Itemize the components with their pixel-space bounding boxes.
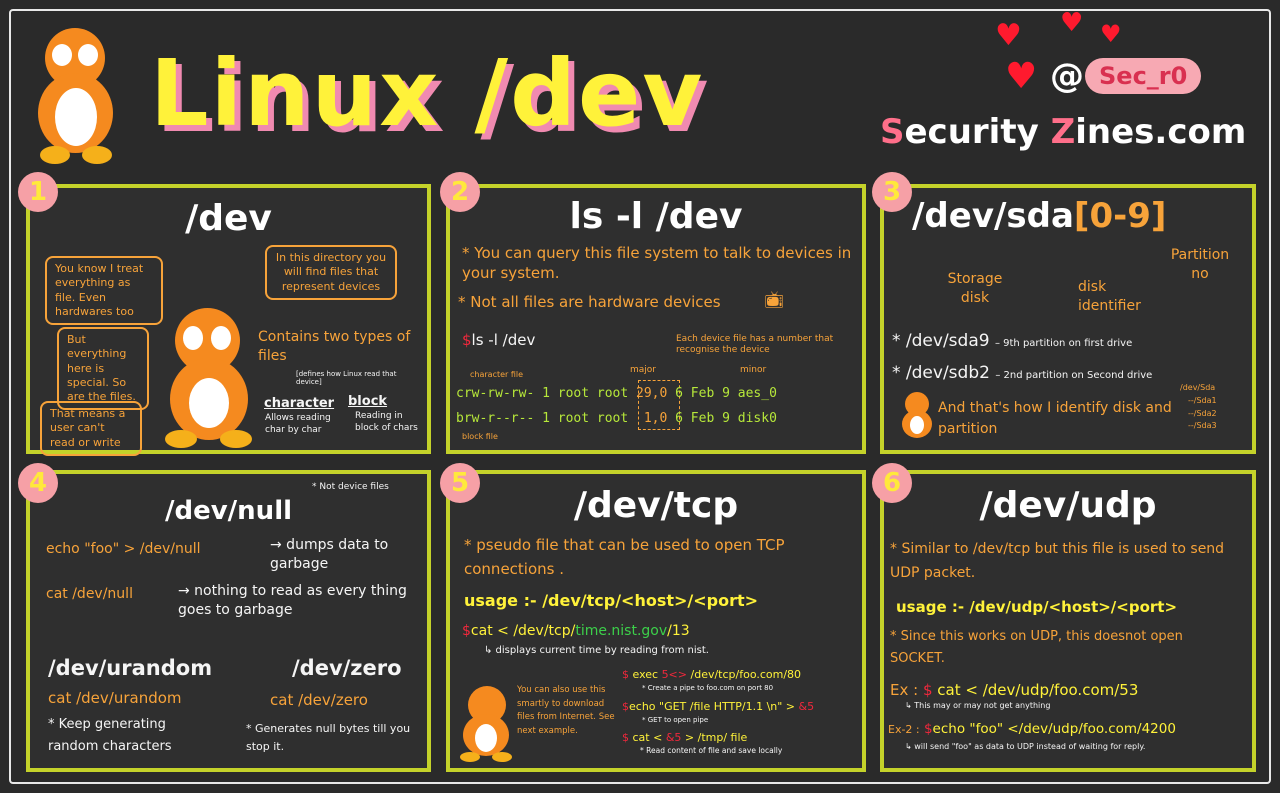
device-number-box xyxy=(638,380,680,430)
speech-bubble: In this directory you will find files th… xyxy=(265,245,397,300)
panel-udp xyxy=(880,470,1256,772)
exec-desc: * Create a pipe to foo.com on port 80 xyxy=(642,684,774,692)
panel-sda xyxy=(880,184,1256,454)
file-types-note: [defines how Linux read that device] xyxy=(296,370,397,387)
heart-icon: ♥ xyxy=(1005,56,1038,97)
speech-bubble: That means a user can't read or write xyxy=(40,401,142,456)
exec-command: $ exec 5<> /dev/tcp/foo.com/80 xyxy=(622,668,802,681)
block-label: block xyxy=(348,394,388,409)
panel-null xyxy=(26,470,431,772)
handle-at: @ xyxy=(1050,56,1084,96)
command-line: $ls -l /dev xyxy=(462,331,536,349)
urandom-desc: * Keep generating random characters xyxy=(48,717,172,755)
outro-text: And that's how I identify disk and parti… xyxy=(938,400,1172,437)
listing-row: crw-rw-rw- 1 root root 29,0 6 Feb 9 aes_… xyxy=(456,386,777,401)
penguin-mascot-logo xyxy=(30,28,125,168)
heart-icon: ♥ xyxy=(1060,8,1084,38)
section-title: /dev/urandom xyxy=(48,656,213,680)
speech-bubble: But everything here is special. So are t… xyxy=(57,327,149,411)
panel-number: 1 xyxy=(18,172,58,212)
file-types-heading: Contains two types of files xyxy=(258,329,411,364)
null-read-desc: → nothing to read as every thing goes to… xyxy=(178,583,407,618)
listing-row: brw-r--r-- 1 root root 1,0 6 Feb 9 disk0 xyxy=(456,411,777,426)
partition-tree: /dev/Sda --/Sda1 --/Sda2 --/Sda3 xyxy=(1180,383,1217,431)
brand-name: Security Zines.com xyxy=(880,112,1247,152)
echo-desc: * GET to open pipe xyxy=(642,716,709,724)
zero-desc: * Generates null bytes till you stop it. xyxy=(246,722,411,753)
usage-text: usage :- /dev/tcp/<host>/<port> xyxy=(464,591,759,610)
tv-icon: 📺︎ xyxy=(764,290,785,309)
panel-ls xyxy=(446,184,866,454)
example-2: Ex-2 : $echo "foo" </dev/udp/foo.com/420… xyxy=(888,721,1176,737)
note-text: * Since this works on UDP, this doesnot … xyxy=(890,629,1183,667)
example-1: Ex : $ cat < /dev/udp/foo.com/53 xyxy=(890,681,1139,699)
section-title: /dev/zero xyxy=(292,656,402,680)
desc-text: * pseudo file that can be used to open T… xyxy=(464,536,785,578)
null-read-cmd: cat /dev/null xyxy=(46,586,133,602)
panel-number: 4 xyxy=(18,463,58,503)
zero-cmd: cat /dev/zero xyxy=(270,691,368,709)
example-row: * /dev/sda9 – 9th partition on first dri… xyxy=(892,331,1133,351)
page-title: Linux /dev xyxy=(150,40,705,147)
null-cmd: echo "foo" > /dev/null xyxy=(46,541,201,557)
page-frame xyxy=(9,9,1271,784)
panel-title: /dev/udp xyxy=(979,485,1157,526)
panel-number: 6 xyxy=(872,463,912,503)
usage-text: usage :- /dev/udp/<host>/<port> xyxy=(896,598,1178,616)
minor-label: minor xyxy=(740,365,767,375)
null-cmd-desc: → dumps data to garbage xyxy=(270,537,389,572)
cat-command: $ cat < &5 > /tmp/ file xyxy=(622,731,748,744)
twitter-handle: Sec_r0 xyxy=(1085,58,1202,94)
character-desc: Allows reading char by char xyxy=(265,413,331,436)
penguin-illustration xyxy=(900,392,934,442)
section-title: /dev/null xyxy=(164,496,293,526)
desc-text: * You can query this file system to talk… xyxy=(462,244,852,283)
urandom-cmd: cat /dev/urandom xyxy=(48,689,182,707)
heart-icon: ♥ xyxy=(1100,20,1122,48)
character-label: character xyxy=(264,396,335,411)
not-device-note: * Not device files xyxy=(312,482,389,492)
block-file-label: block file xyxy=(462,432,498,441)
desc-text: * Not all files are hardware devices xyxy=(458,293,721,311)
panel-title: ls -l /dev xyxy=(569,196,743,237)
partition-label: Partition no xyxy=(1170,247,1230,282)
tip-text: You can also use this smartly to downloa… xyxy=(517,685,615,736)
panel-number: 5 xyxy=(440,463,480,503)
cat-desc: * Read content of file and save locally xyxy=(640,746,783,755)
echo-command: $echo "GET /file HTTP/1.1 \n" > &5 xyxy=(622,700,815,713)
block-desc: Reading in block of chars xyxy=(355,411,418,434)
panel-tcp xyxy=(446,470,866,772)
heart-icon: ♥ xyxy=(995,18,1022,53)
example-command: $cat < /dev/tcp/time.nist.gov/13 xyxy=(462,623,690,639)
disk-identifier-label: disk identifier xyxy=(1078,279,1141,314)
panel-number: 3 xyxy=(872,172,912,212)
panel-title: /dev xyxy=(185,198,272,239)
panel-number: 2 xyxy=(440,172,480,212)
penguin-illustration xyxy=(460,686,512,762)
device-number-note: Each device file has a number that recog… xyxy=(676,334,834,355)
speech-bubble: You know I treat everything as file. Eve… xyxy=(45,256,163,326)
example-row: * /dev/sdb2 – 2nd partition on Second dr… xyxy=(892,363,1153,383)
example-2-desc: ↳ will send "foo" as data to UDP instead… xyxy=(905,742,1146,751)
example-desc: ↳ displays current time by reading from … xyxy=(484,645,709,656)
panel-title: /dev/sda[0-9] xyxy=(912,196,1167,236)
desc-text: * Similar to /dev/tcp but this file is u… xyxy=(890,541,1225,581)
penguin-illustration xyxy=(165,308,255,448)
example-1-desc: ↳ This may or may not get anything xyxy=(905,701,1051,710)
character-file-label: character file xyxy=(470,370,524,379)
panel-title: /dev/tcp xyxy=(573,485,739,526)
major-label: major xyxy=(630,365,656,375)
storage-disk-label: Storage disk xyxy=(947,271,1003,306)
